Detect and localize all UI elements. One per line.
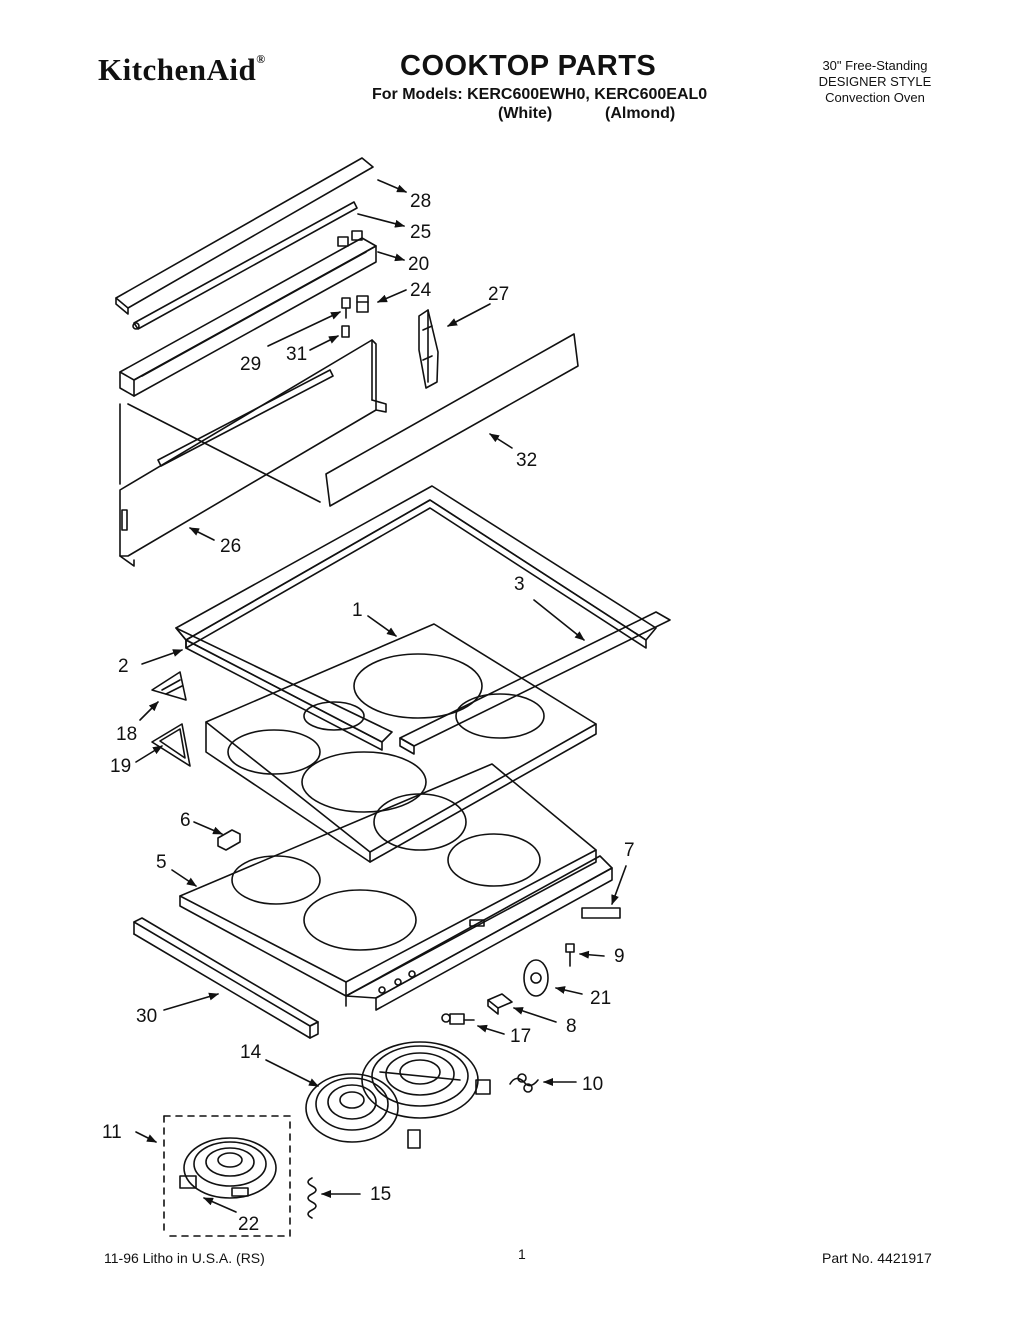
callout-22: 22 xyxy=(238,1214,259,1235)
callout-25: 25 xyxy=(410,222,431,243)
callout-26: 26 xyxy=(220,536,241,557)
part-21-thermostat xyxy=(523,959,549,997)
callout-7: 7 xyxy=(624,840,635,861)
callout-17: 17 xyxy=(510,1026,531,1047)
callout-10: 10 xyxy=(582,1074,603,1095)
part-25-rod xyxy=(132,201,358,330)
part-number: Part No. 4421917 xyxy=(822,1250,932,1266)
print-info: 11-96 Litho in U.S.A. (RS) xyxy=(104,1250,265,1266)
part-3-trim-frame xyxy=(175,485,671,755)
part-29-clip xyxy=(341,297,351,319)
callout-9: 9 xyxy=(614,946,625,967)
part-2-front-trim xyxy=(175,627,393,751)
color-white-label: (White) xyxy=(498,105,553,122)
callout-27: 27 xyxy=(488,284,509,305)
leader-lines xyxy=(135,179,627,1213)
part-14-surface-elements xyxy=(305,1041,491,1149)
part-31-screw xyxy=(341,325,350,338)
part-9-screw xyxy=(565,943,575,967)
part-27-side-bracket xyxy=(418,309,439,389)
part-1-glass-cooktop xyxy=(205,623,597,863)
part-8-block xyxy=(487,993,513,1015)
brand-logo: KitchenAid® xyxy=(98,52,266,88)
callout-5: 5 xyxy=(156,852,167,873)
description-line-3: Convection Oven xyxy=(825,90,925,105)
callout-2: 2 xyxy=(118,656,129,677)
callout-6: 6 xyxy=(180,810,191,831)
callout-3: 3 xyxy=(514,574,525,595)
part-26-back-panel xyxy=(119,339,387,567)
part-28-trim-strip xyxy=(115,157,374,315)
part-32-control-panel-glass xyxy=(325,333,579,507)
callout-19: 19 xyxy=(110,756,131,777)
part-30-front-bar xyxy=(133,917,319,1039)
models-line: For Models: KERC600EWH0, KERC600EAL0 xyxy=(372,86,708,103)
product-description: 30" Free-Standing DESIGNER STYLE Convect… xyxy=(800,58,950,106)
part-24-bracket xyxy=(356,295,369,313)
part-6-clip xyxy=(217,829,241,851)
callout-31: 31 xyxy=(286,344,307,365)
description-line-2: DESIGNER STYLE xyxy=(818,74,932,89)
part-5-base-pan xyxy=(179,763,597,1007)
part-20-control-channel xyxy=(119,230,377,397)
description-line-1: 30" Free-Standing xyxy=(822,58,928,73)
part-22-terminal xyxy=(231,1187,249,1197)
part-18-badge xyxy=(151,671,187,701)
callout-18: 18 xyxy=(116,724,137,745)
callout-24: 24 xyxy=(410,280,432,301)
callout-15: 15 xyxy=(370,1184,391,1205)
callout-28: 28 xyxy=(410,191,431,212)
callout-1: 1 xyxy=(352,600,363,621)
part-10-wire-connector xyxy=(509,1073,539,1093)
page-title: COOKTOP PARTS xyxy=(400,50,657,82)
part-11-element-assembly xyxy=(163,1115,291,1237)
color-almond-label: (Almond) xyxy=(605,105,676,122)
callout-20: 20 xyxy=(408,254,429,275)
page-number: 1 xyxy=(518,1246,526,1262)
callout-11: 11 xyxy=(102,1122,122,1143)
part-15-spring xyxy=(307,1177,317,1219)
brand-name: KitchenAid xyxy=(98,52,257,87)
part-7-front-rail xyxy=(345,855,621,1011)
callout-8: 8 xyxy=(566,1016,577,1037)
part-19-badge-frame xyxy=(151,723,191,767)
callout-29: 29 xyxy=(240,354,261,375)
callout-21: 21 xyxy=(590,988,611,1009)
part-17-connector xyxy=(441,1013,475,1025)
callout-labels: 28 25 20 24 27 29 31 32 26 3 1 2 18 19 6… xyxy=(102,191,635,1235)
callout-32: 32 xyxy=(516,450,537,471)
callout-30: 30 xyxy=(136,1006,157,1027)
callout-14: 14 xyxy=(240,1042,262,1063)
registered-mark: ® xyxy=(256,52,266,66)
